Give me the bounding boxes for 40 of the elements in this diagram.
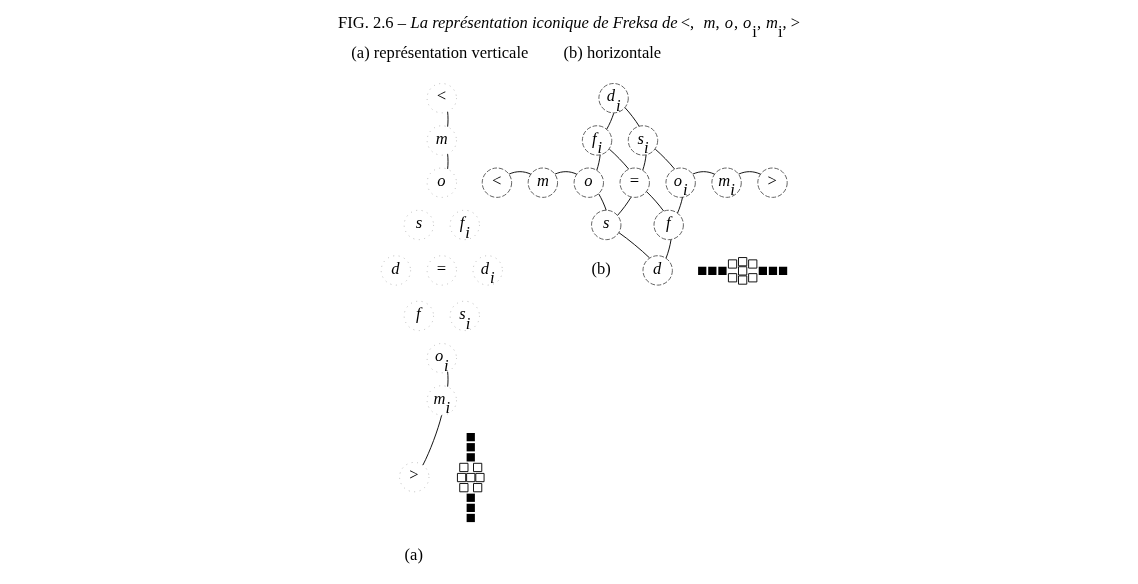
connector [608, 148, 629, 170]
connector [446, 111, 448, 128]
connector [508, 171, 531, 175]
connector [641, 154, 647, 171]
node-circle: o [426, 167, 457, 198]
connector [446, 371, 448, 388]
node-circle: m [527, 167, 558, 198]
connector [421, 414, 442, 466]
node-circle: > [398, 461, 429, 493]
connector [676, 196, 683, 214]
node-circle: f [403, 300, 434, 332]
connector [654, 148, 675, 170]
connector [616, 196, 631, 216]
label: (b) horizontale [563, 43, 661, 63]
node-circle: s [590, 209, 621, 241]
connector [624, 107, 640, 127]
node-circle: s [403, 209, 434, 241]
node-circle: > [756, 167, 788, 198]
node-circle: = [426, 255, 457, 286]
node-circle: m [426, 125, 457, 156]
connector [737, 171, 761, 175]
node-circle: o [573, 167, 604, 198]
node-circle: f [653, 209, 684, 241]
label: (a) [404, 544, 423, 564]
connector [554, 171, 577, 175]
connector [645, 191, 664, 212]
node-circle: d [380, 255, 411, 286]
connector [446, 153, 448, 170]
connector [691, 171, 715, 175]
label: (a) représentation verticale [350, 43, 528, 63]
node-circle: d [642, 255, 673, 286]
node-circle: < [481, 167, 512, 198]
connector [665, 239, 671, 259]
connector [617, 232, 650, 259]
node-circle: = [619, 167, 650, 198]
connector [595, 154, 601, 171]
label: (b) [591, 259, 611, 279]
connector [597, 193, 607, 211]
node-circle: < [426, 83, 457, 114]
connector [605, 112, 614, 130]
